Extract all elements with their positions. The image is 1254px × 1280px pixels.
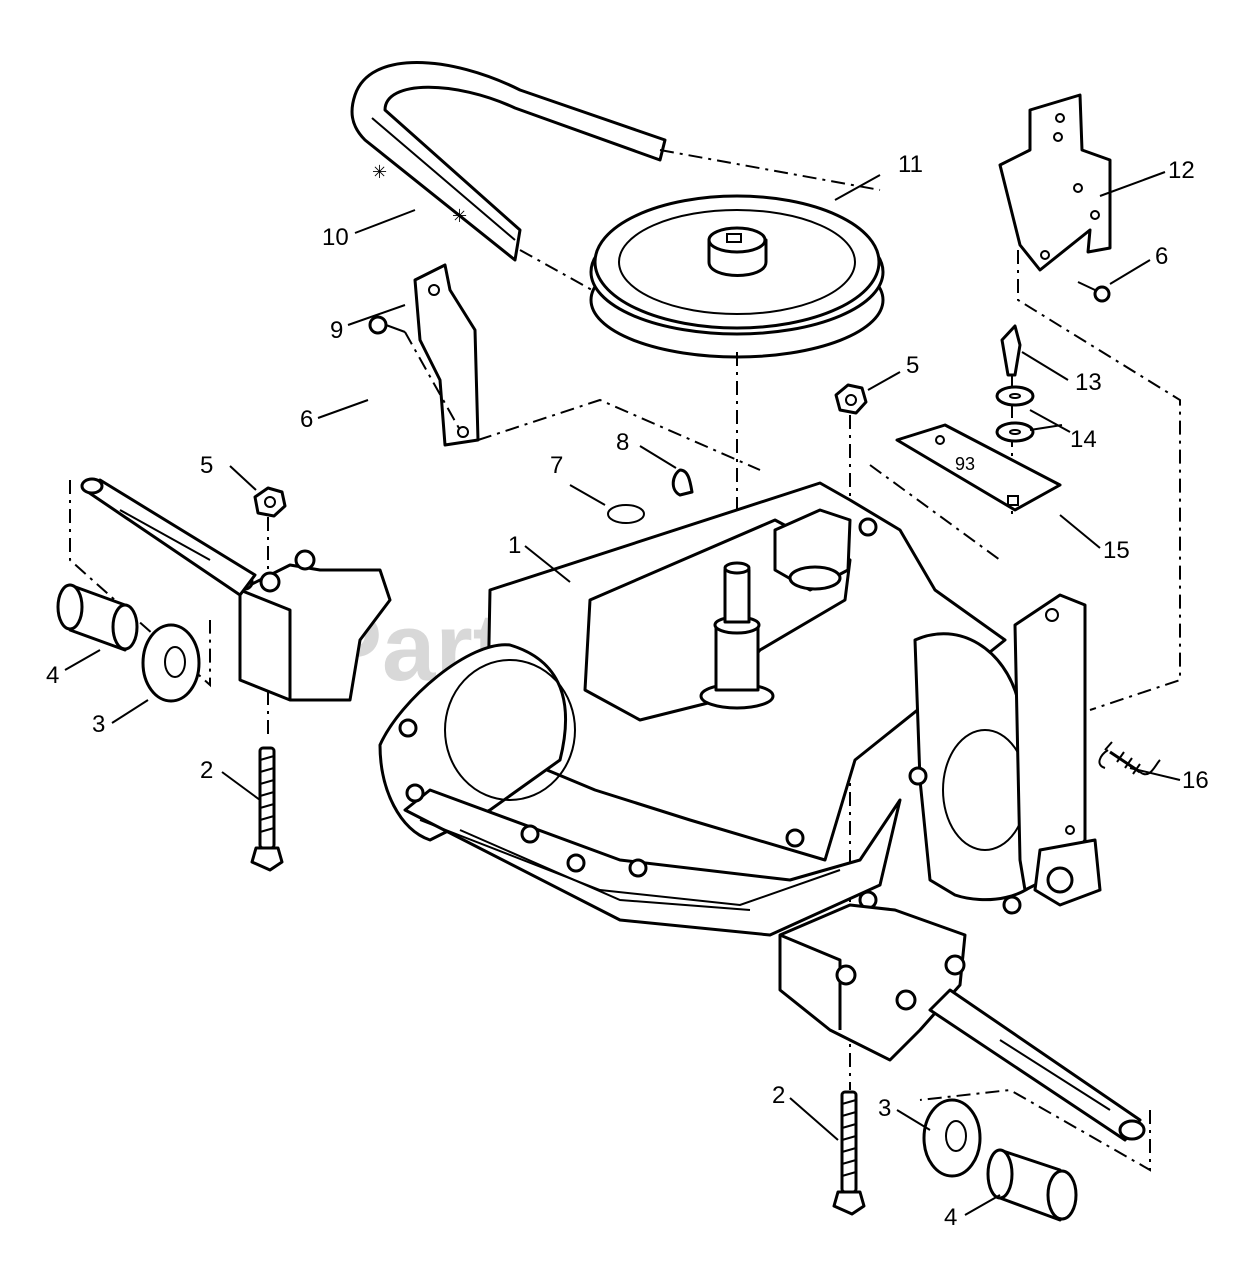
- washers: [995, 385, 1035, 443]
- callout-4-right: 4: [944, 1204, 957, 1231]
- plate: 93: [895, 423, 1062, 512]
- callout-14: 14: [1070, 426, 1097, 453]
- axle-shaft-left: [80, 477, 257, 597]
- callout-3-left: 3: [92, 711, 105, 738]
- screw-left: [368, 315, 406, 335]
- screw-left-guide: [404, 331, 461, 431]
- axle-left-guide: [69, 480, 211, 688]
- callout-11: 11: [898, 151, 923, 178]
- belt-marking-1: ✳: [372, 162, 387, 182]
- callout-7: 7: [550, 452, 563, 479]
- plate-stamp: 93: [955, 454, 975, 474]
- spring: [1098, 741, 1161, 776]
- spacer-left: [56, 583, 139, 652]
- bolt: [1000, 324, 1022, 377]
- leader-lines: [64, 171, 1181, 1216]
- stud-right: [832, 1090, 866, 1216]
- thrust-washer-right: [922, 1098, 982, 1178]
- axle-hub-right: [778, 903, 967, 1062]
- callout-5-left: 5: [200, 452, 213, 479]
- belt-guide-line-top: [659, 149, 881, 191]
- callout-8: 8: [616, 429, 629, 456]
- callout-15: 15: [1103, 537, 1130, 564]
- callout-6-left: 6: [300, 406, 313, 433]
- drive-belt: ✳ ✳: [350, 61, 667, 262]
- callout-5-right: 5: [906, 352, 919, 379]
- callout-3-right: 3: [878, 1095, 891, 1122]
- pulley: [589, 194, 885, 359]
- nut-left: [253, 486, 287, 518]
- callout-13: 13: [1075, 369, 1102, 396]
- bracket-right: [998, 93, 1112, 272]
- callout-6-right: 6: [1155, 243, 1168, 270]
- bracket-left-guide: [477, 398, 761, 471]
- spacer-right: [986, 1148, 1078, 1222]
- callout-4-left: 4: [46, 662, 59, 689]
- transaxle-housing: [378, 481, 1047, 937]
- thrust-washer-left: [141, 623, 201, 703]
- axle-right-guide: [919, 1088, 1151, 1172]
- belt-guide-line-bottom: [519, 249, 611, 301]
- belt-marking-2: ✳: [452, 206, 467, 226]
- retaining-ring: [607, 504, 645, 524]
- callout-16: 16: [1182, 767, 1209, 794]
- axle-hub-left: [236, 549, 392, 702]
- callout-labels: 1 2 2 3 3 4 4 5 5 6 6 7 8 9 10 11 12 13 …: [46, 151, 1209, 1231]
- bracket-left: [413, 263, 480, 447]
- shift-arm: [1002, 593, 1102, 915]
- callout-2-right: 2: [772, 1082, 785, 1109]
- callout-9: 9: [330, 317, 343, 344]
- plate-guide: [869, 464, 1001, 561]
- callout-1: 1: [508, 532, 521, 559]
- axle-shaft-right: [928, 988, 1146, 1142]
- callout-12: 12: [1168, 157, 1195, 184]
- nut-upper-right: [834, 383, 868, 415]
- callout-10: 10: [322, 224, 349, 251]
- bracket-right-guide: [1017, 250, 1181, 711]
- callout-2-left: 2: [200, 757, 213, 784]
- key: [671, 468, 694, 497]
- stud-left: [250, 746, 284, 872]
- screw-right: [1077, 281, 1111, 303]
